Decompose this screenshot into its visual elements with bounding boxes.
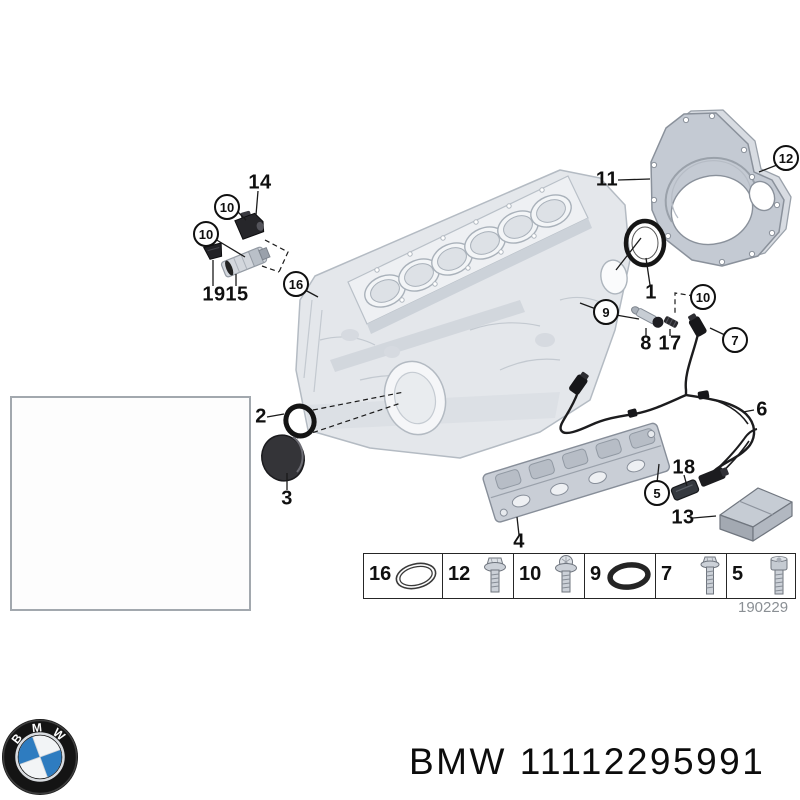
callout-15: 15: [225, 283, 249, 306]
callout-10-c: 10: [690, 284, 716, 310]
cell-label: 10: [519, 563, 542, 585]
rear-seal-bore: [600, 259, 628, 295]
harness-connector-end: [698, 467, 729, 487]
callout-7: 7: [722, 327, 748, 353]
sealing-cap-3: [261, 434, 305, 482]
o-ring-thin-icon: [395, 562, 437, 590]
harness-junction: [697, 390, 710, 400]
drawing-number: 190229: [738, 599, 789, 616]
oil-baffle-4: [482, 422, 671, 523]
sensor-15: [220, 246, 271, 278]
callout-2: 2: [255, 405, 267, 428]
callout-16: 16: [283, 271, 309, 297]
callout-6: 6: [756, 398, 768, 421]
long-flange-bolt-icon: [700, 556, 720, 595]
sensor-8: [631, 306, 664, 328]
callout-18: 18: [672, 456, 696, 479]
leader-lines-dashed: [261, 239, 695, 439]
cell-label: 16: [369, 563, 392, 585]
callout-14: 14: [248, 171, 272, 194]
cell-label: 12: [448, 563, 471, 585]
engine-block-illustration: [295, 169, 631, 459]
callout-12: 12: [773, 145, 799, 171]
socket-head-bolt-icon: [770, 556, 788, 595]
logo-blue-quarter-top-left: [18, 736, 40, 765]
cylinder-bores: [364, 194, 572, 308]
inset-thumbnail-frame: [10, 396, 251, 611]
callout-8: 8: [640, 332, 652, 355]
flange-bolt-icon: [484, 557, 506, 593]
callout-4: 4: [513, 530, 525, 553]
logo-blue-quarter-bottom-right: [40, 749, 62, 778]
cell-label: 9: [590, 563, 602, 585]
cell-label: 5: [732, 563, 744, 585]
callout-9: 9: [593, 299, 619, 325]
bolt-17: [663, 316, 679, 328]
fasteners-table: 16 12 10: [363, 553, 796, 599]
logo-letter-m: M: [31, 720, 42, 735]
table-cell-5: 5: [727, 554, 795, 598]
callout-10-b: 10: [193, 221, 219, 247]
rear-plate-11: [650, 112, 785, 267]
connector-18: [670, 479, 700, 501]
callout-3: 3: [281, 487, 293, 510]
parts-box-13: [719, 487, 793, 542]
timing-cavity-opening: [383, 360, 447, 436]
harness-clip: [627, 408, 638, 418]
block-surface-detail: [303, 296, 601, 393]
table-cell-7: 7: [656, 554, 727, 598]
table-cell-9: 9: [585, 554, 656, 598]
leader-lines: [212, 164, 778, 536]
bmw-logo-icon: B M W: [2, 719, 78, 795]
table-cell-16: 16: [364, 554, 443, 598]
torx-flange-bolt-icon: [555, 555, 577, 593]
callout-13: 13: [671, 506, 695, 529]
plug-19: [203, 242, 223, 260]
table-cell-12: 12: [443, 554, 514, 598]
callout-19: 19: [202, 283, 226, 306]
harness-sensor-left: [569, 371, 589, 395]
callout-17: 17: [658, 332, 682, 355]
callout-5: 5: [644, 480, 670, 506]
callout-10-a: 10: [214, 194, 240, 220]
callout-1: 1: [645, 281, 657, 304]
o-ring-thick-icon: [607, 562, 651, 590]
cell-label: 7: [661, 563, 673, 585]
harness-sensor-right: [688, 313, 707, 337]
table-cell-10: 10: [514, 554, 585, 598]
callout-11: 11: [595, 168, 619, 191]
seal-ring-1: [623, 218, 667, 268]
part-number-text: BMW 11112295991: [409, 741, 766, 782]
